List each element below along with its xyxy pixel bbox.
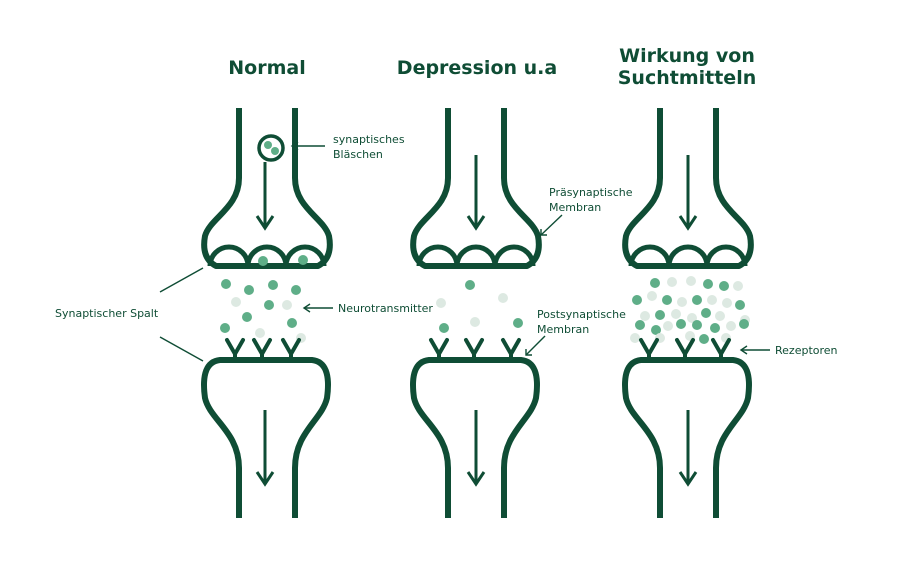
vesicle-bumps	[207, 244, 327, 267]
title-depression: Depression u.a	[397, 57, 557, 79]
title-addiction-line2: Suchtmitteln	[618, 67, 756, 89]
label-vesicle-line2: Bläschen	[333, 148, 383, 161]
vesicle-bumps	[628, 244, 748, 267]
arrow-left-icon	[302, 303, 311, 313]
postsynaptic-terminal	[201, 357, 331, 518]
synapse-normal	[201, 108, 333, 518]
label-receptors: Rezeptoren	[775, 344, 838, 357]
title-addiction-line1: Wirkung von	[619, 45, 755, 67]
annotations	[159, 141, 770, 362]
title-normal: Normal	[228, 57, 305, 79]
label-postsynaptic-line2: Membran	[537, 323, 589, 336]
arrow-down-icon	[678, 155, 698, 231]
arrow-down-icon	[255, 162, 275, 231]
synapse-addiction	[622, 108, 754, 518]
arrow-left-icon	[290, 141, 299, 151]
postsynaptic-pointer	[525, 335, 546, 356]
arrow-down-icon	[466, 410, 486, 487]
cleft-line-top	[159, 267, 204, 293]
vesicle-icon	[257, 134, 285, 162]
label-vesicle-line1: synaptisches	[333, 133, 405, 146]
label-neurotransmitter: Neurotransmitter	[338, 302, 433, 315]
arrow-down-left-icon	[540, 229, 547, 236]
neurotransmitters-depression	[436, 280, 523, 333]
arrow-down-icon	[255, 410, 275, 487]
presynaptic-terminal	[201, 108, 333, 269]
postsynaptic-terminal	[410, 357, 540, 518]
presynaptic-pointer	[540, 214, 563, 236]
label-presynaptic-line1: Präsynaptische	[549, 186, 633, 199]
arrow-left-icon	[739, 345, 748, 355]
neurotransmitters-addiction	[630, 276, 750, 344]
postsynaptic-terminal	[622, 357, 752, 518]
label-cleft: Synaptischer Spalt	[55, 307, 159, 320]
neurotransmitters-normal	[220, 255, 308, 343]
vesicle-bumps	[416, 244, 536, 267]
arrow-down-left-icon	[525, 349, 532, 356]
arrow-down-icon	[466, 155, 486, 231]
cleft-line-bottom	[159, 336, 204, 362]
presynaptic-terminal	[622, 108, 754, 269]
label-presynaptic-line2: Membran	[549, 201, 601, 214]
presynaptic-terminal	[410, 108, 542, 269]
arrow-down-icon	[678, 410, 698, 487]
synapse-depression	[410, 108, 542, 518]
label-postsynaptic-line1: Postsynaptische	[537, 308, 626, 321]
